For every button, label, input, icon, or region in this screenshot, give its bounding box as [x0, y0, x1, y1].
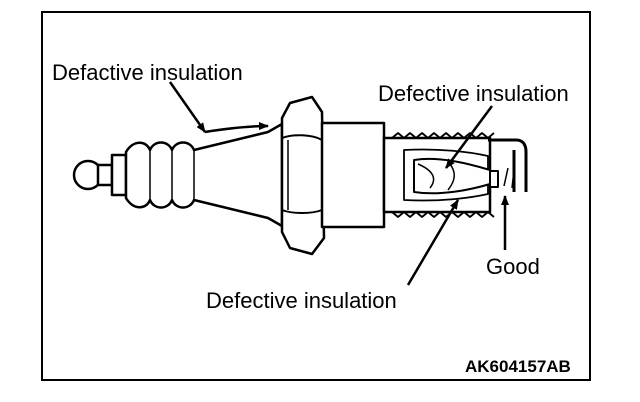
figure-code: AK604157AB [465, 357, 571, 376]
label-defective-insulation-right: Defective insulation [378, 81, 569, 106]
hex-nut [280, 95, 326, 256]
arrow-shoulder [204, 122, 269, 134]
figure-frame [41, 11, 591, 381]
arrow-bottom [406, 199, 460, 286]
label-defective-insulation-bottom: Defective insulation [206, 288, 397, 313]
callout-arrows [168, 81, 509, 286]
terminal-nut [72, 153, 128, 197]
arrow-top-left [168, 81, 207, 133]
shell-body [320, 121, 386, 229]
spark-plug [72, 95, 528, 256]
label-good: Good [486, 254, 540, 279]
arrow-top-right [444, 105, 494, 169]
center-electrode [489, 170, 499, 188]
label-defactive-insulation: Defactive insulation [52, 60, 243, 85]
